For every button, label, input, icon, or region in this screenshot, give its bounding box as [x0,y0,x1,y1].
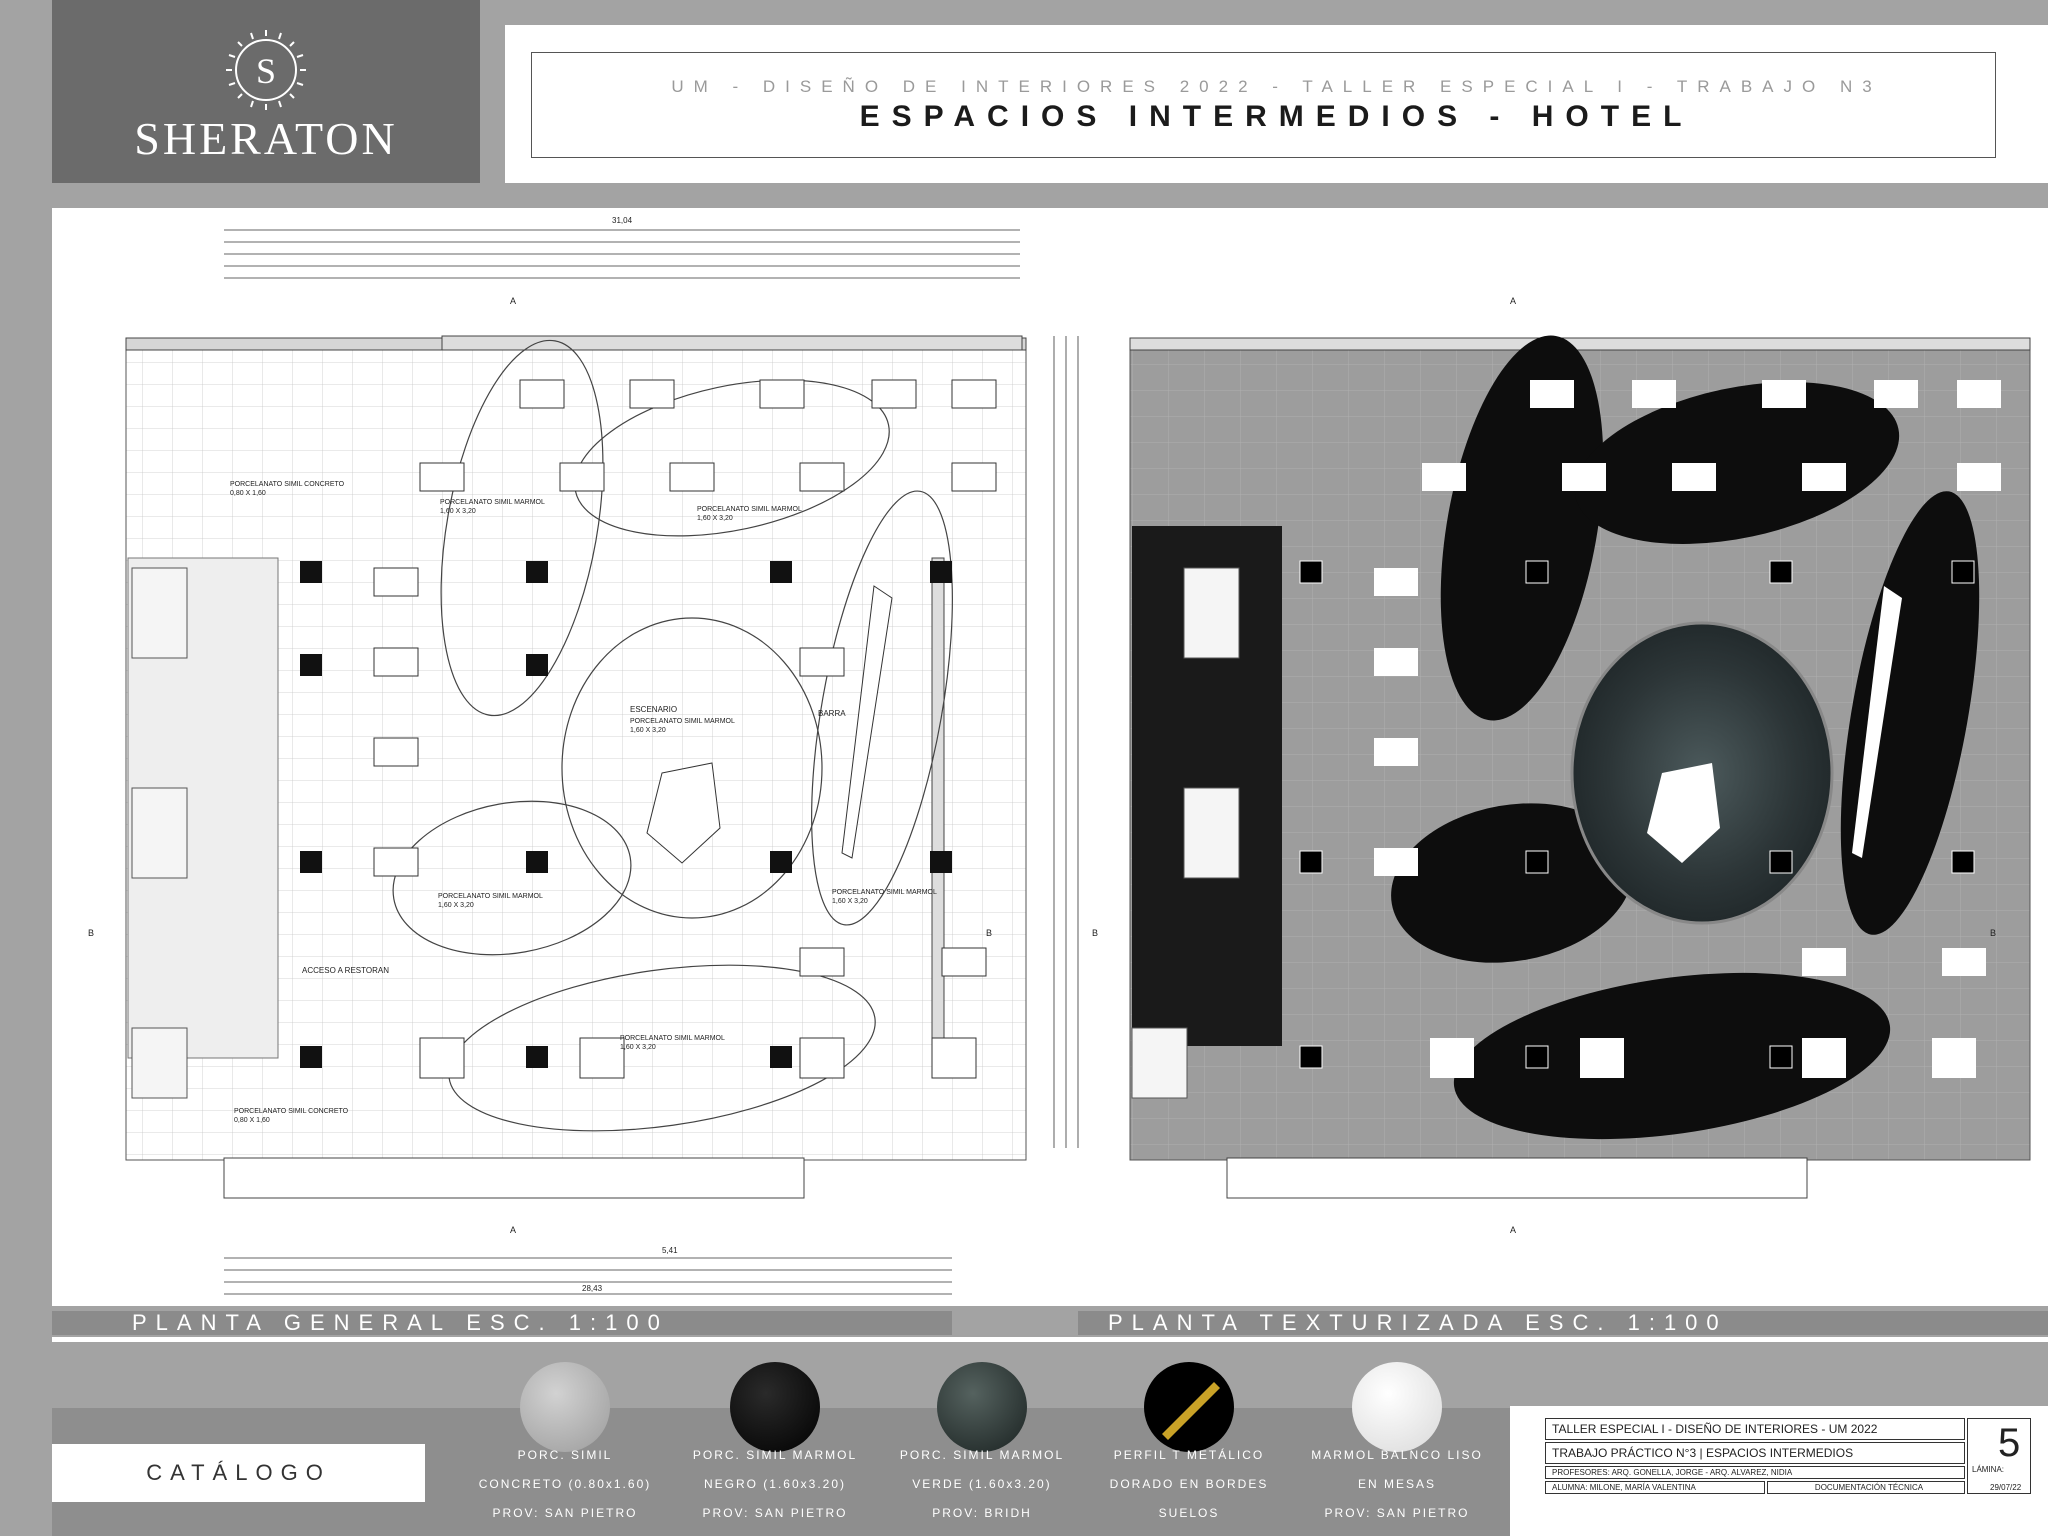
course-subtitle: UM - DISEÑO DE INTERIORES 2022 - TALLER … [671,77,1882,96]
divider-strip [52,1337,2048,1342]
label-access: ACCESO A RESTORAN [302,966,389,975]
cut-b-left-textured: B [1092,928,1098,938]
swatch-green-marble [937,1362,1027,1452]
label-zone1-size: 0,80 X 1,60 [230,490,266,497]
plan-textured-label-bar: PLANTA TEXTURIZADA ESC. 1:100 [1078,1311,2048,1335]
page-title: ESPACIOS INTERMEDIOS - HOTEL [859,100,1694,133]
plan-general-title: PLANTA GENERAL ESC. 1:100 [132,1310,669,1335]
mat-line1: MARMOL BALNCO LISO [1311,1448,1483,1462]
mat-line3: PROV: SAN PIETRO [492,1506,638,1520]
floor-plans-drawing: 31,04 5,41 28,43 PORCELANATO SIMIL CONCR… [88,216,2031,1295]
catalog-tab: CATÁLOGO [52,1444,425,1502]
label-zone2-size: 1,60 X 3,20 [440,508,476,515]
emblem-letter: S [256,51,276,91]
material-concrete: PORC. SIMIL CONCRETO (0.80x1.60) PROV: S… [465,1441,665,1528]
mat-line2: DORADO EN BORDES SUELOS [1109,1477,1269,1520]
label-zone3-size: 1,60 X 3,20 [697,515,733,522]
cut-b-right-textured: B [1990,928,1996,938]
dim-bottom-mid: 5,41 [662,1246,678,1255]
info-profs: PROFESORES: ARQ. GONELLA, JORGE - ARQ. A… [1545,1466,1965,1479]
gold-profile-icon [1162,1382,1220,1440]
mat-line1: PORC. SIMIL MARMOL [899,1448,1065,1462]
mat-line3: PROV: SAN PIETRO [1324,1506,1470,1520]
plan-textured-title: PLANTA TEXTURIZADA ESC. 1:100 [1108,1310,1728,1335]
title-card: UM - DISEÑO DE INTERIORES 2022 - TALLER … [505,25,2048,183]
sheraton-emblem-icon: S [226,30,306,110]
label-zone7-size: 0,80 X 1,60 [234,1117,270,1124]
label-stage-sub: PORCELANATO SIMIL MARMOL [630,718,735,725]
brand-logo-panel: S SHERATON [52,0,480,183]
left-plan: 31,04 5,41 28,43 PORCELANATO SIMIL CONCR… [88,216,1079,1295]
label-bar: BARRA [818,709,846,718]
cut-a-bottom: A [510,1225,516,1235]
dim-total-bottom: 28,43 [582,1284,603,1293]
material-white-marble: MARMOL BALNCO LISO EN MESAS PROV: SAN PI… [1297,1441,1497,1528]
sheet-number: 5 [1998,1421,2021,1465]
cut-a-top-textured: A [1510,296,1516,306]
swatch-concrete [520,1362,610,1452]
sheet-box: LÁMINA: 5 29/07/22 [1967,1418,2031,1494]
dim-total-top: 31,04 [612,216,633,225]
material-green-marble: PORC. SIMIL MARMOL VERDE (1.60x3.20) PRO… [882,1441,1082,1528]
cut-a-top: A [510,296,516,306]
label-zone3: PORCELANATO SIMIL MARMOL [697,506,802,513]
label-zone1: PORCELANATO SIMIL CONCRETO [230,481,345,488]
title-block: TALLER ESPECIAL I - DISEÑO DE INTERIORES… [1510,1406,2048,1536]
label-zone7: PORCELANATO SIMIL CONCRETO [234,1108,349,1115]
swatch-gold-profile [1144,1362,1234,1452]
right-plan: A A B B [1092,296,2031,1235]
label-zone5-size: 1,60 X 3,20 [438,902,474,909]
material-gold-profile: PERFIL T METÁLICO DORADO EN BORDES SUELO… [1089,1441,1289,1528]
swatch-white-marble [1352,1362,1442,1452]
label-zone5: PORCELANATO SIMIL MARMOL [438,893,543,900]
mat-line3: PROV: BRIDH [932,1506,1032,1520]
mat-line2: VERDE (1.60x3.20) [912,1477,1052,1491]
sheet-date: 29/07/22 [1990,1483,2022,1492]
brand-name: SHERATON [134,113,398,164]
cut-b-right: B [986,928,992,938]
catalog-title: CATÁLOGO [146,1460,331,1485]
sheet-label: LÁMINA: [1972,1465,2005,1474]
label-zone4: PORCELANATO SIMIL MARMOL [832,889,937,896]
plan-general-label-bar: PLANTA GENERAL ESC. 1:100 [52,1311,952,1335]
info-work: TRABAJO PRÁCTICO N°3 | ESPACIOS INTERMED… [1545,1442,1965,1464]
cut-b-left: B [88,928,94,938]
label-zone4-size: 1,60 X 3,20 [832,898,868,905]
label-zone6-size: 1,60 X 3,20 [620,1044,656,1051]
mat-line1: PORC. SIMIL [517,1448,613,1462]
mat-line1: PERFIL T METÁLICO [1113,1448,1265,1462]
label-zone2: PORCELANATO SIMIL MARMOL [440,499,545,506]
swatch-black-marble [730,1362,820,1452]
label-stage-size: 1,60 X 3,20 [630,727,666,734]
mat-line2: CONCRETO (0.80x1.60) [478,1477,652,1491]
info-student: ALUMNA: MILONE, MARÍA VALENTINA [1545,1481,1765,1494]
mat-line1: PORC. SIMIL MARMOL [692,1448,858,1462]
mat-line2: EN MESAS [1357,1477,1436,1491]
info-doc: DOCUMENTACIÓN TÉCNICA [1767,1481,1965,1494]
label-stage: ESCENARIO [630,705,677,714]
material-black-marble: PORC. SIMIL MARMOL NEGRO (1.60x3.20) PRO… [675,1441,875,1528]
cut-a-bottom-textured: A [1510,1225,1516,1235]
mat-line2: NEGRO (1.60x3.20) [703,1477,847,1491]
label-zone6: PORCELANATO SIMIL MARMOL [620,1035,725,1042]
mat-line3: PROV: SAN PIETRO [702,1506,848,1520]
info-course: TALLER ESPECIAL I - DISEÑO DE INTERIORES… [1545,1418,1965,1440]
title-frame [531,52,1996,158]
